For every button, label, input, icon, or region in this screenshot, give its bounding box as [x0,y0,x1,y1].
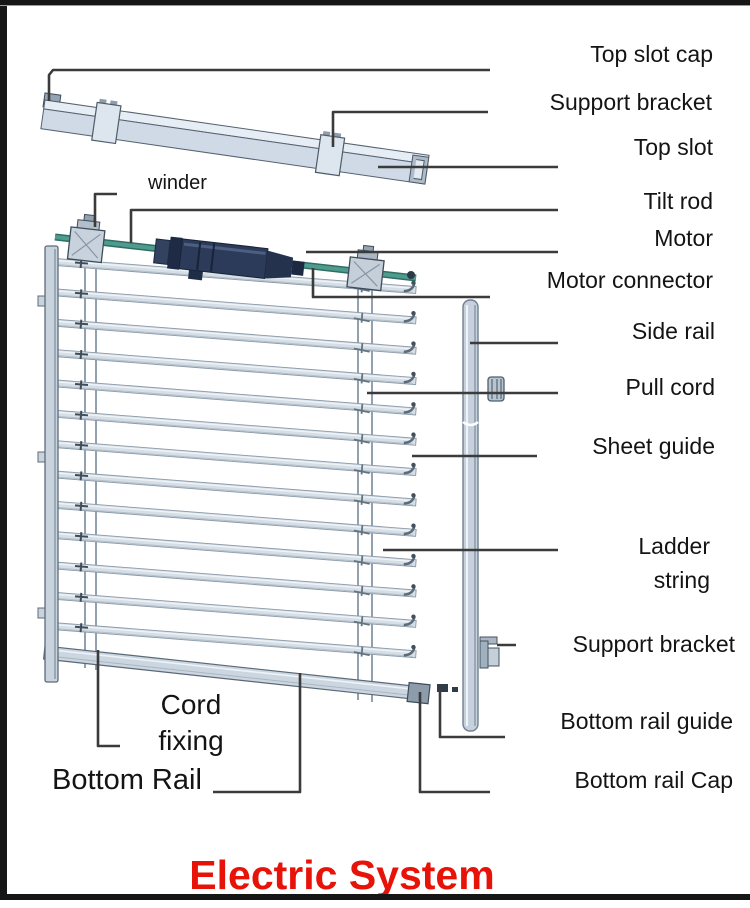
left-rail [37,245,59,683]
support-bracket [314,131,346,177]
top-slot [40,92,430,185]
bottom-rail-cap [406,681,431,705]
side-rail [462,299,479,732]
motor-connector-leader [311,268,490,299]
pull-cord [487,376,505,402]
bottom-rail-guide-leader [438,688,505,739]
border-top-shadow [0,5,750,6]
support-bracket-lower [479,636,500,669]
border-bottom [0,894,750,900]
border-left [0,0,7,900]
support-bracket [91,98,122,145]
bottom-rail-cap-leader [418,692,490,794]
tilt-rod-leader [129,208,558,243]
motor [153,236,305,281]
bottom-rail [42,645,431,705]
support-bracket-top-leader [331,110,488,147]
winder-leader [93,192,117,227]
bottom-rail-leader [213,673,302,794]
top-slot-cap-leader [47,68,490,101]
leader-lines [47,68,558,794]
slat-stack [53,251,418,663]
motor-connector [346,244,385,292]
border-top [0,0,750,5]
rod-tip [407,271,415,279]
winder [66,213,106,264]
cord-fixing-leader [96,650,120,748]
bottom-rail-guide [437,684,458,692]
